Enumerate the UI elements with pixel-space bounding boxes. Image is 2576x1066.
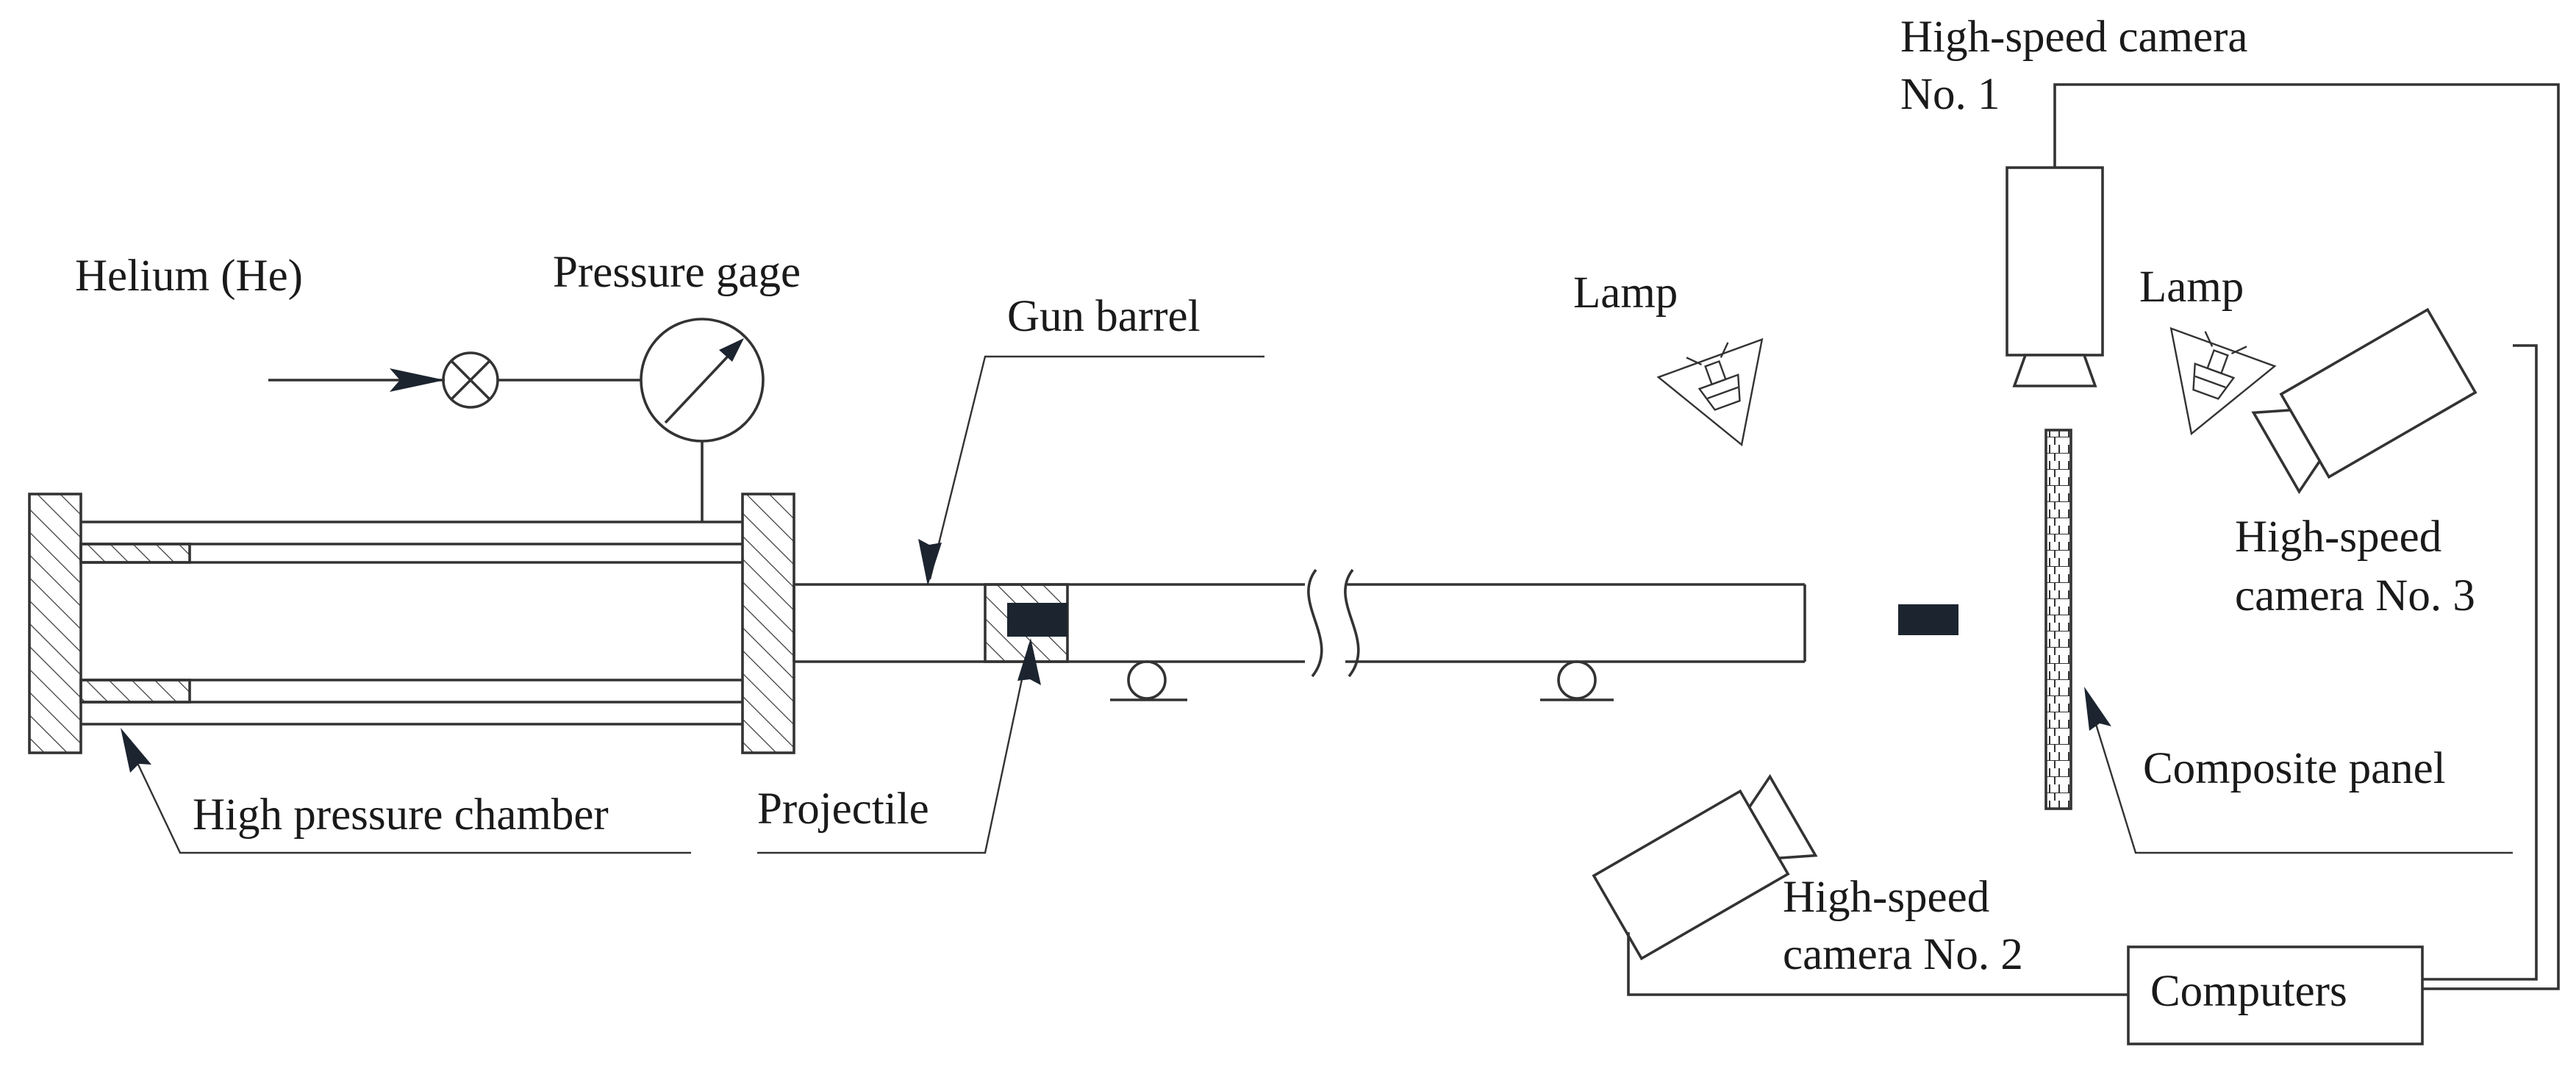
leader-gun-barrel (918, 355, 1264, 586)
label-computers: Computers (2150, 967, 2347, 1016)
chamber-seal-top (79, 543, 191, 564)
computers-box (2127, 945, 2424, 1045)
high-pressure-chamber (28, 493, 795, 754)
pressure-gage-icon (640, 318, 765, 443)
projectile-in-flight (1898, 604, 1958, 635)
camera-1-icon (2006, 166, 2104, 387)
projectile-in-barrel (1007, 603, 1067, 637)
camera-3-cable (2422, 344, 2538, 981)
lamp-right-icon (2169, 326, 2277, 436)
chamber-left-flange (28, 493, 82, 754)
label-lamp-left: Lamp (1573, 268, 1678, 318)
label-helium: Helium (He) (75, 251, 303, 301)
label-lamp-right: Lamp (2139, 262, 2244, 312)
barrel-break-mark-right (1344, 568, 1360, 678)
label-camera-3-line-1: High-speed (2235, 512, 2441, 562)
chamber-seal-bottom (79, 679, 191, 704)
lamp-left-icon (1656, 337, 1764, 447)
leader-projectile (757, 638, 1041, 854)
label-composite-panel: Composite panel (2143, 744, 2446, 793)
barrel-support-right (1540, 660, 1614, 701)
barrel-break-mark-left (1307, 568, 1323, 678)
leader-composite-panel (2084, 687, 2513, 854)
label-projectile: Projectile (757, 784, 929, 834)
helium-supply-line (268, 368, 445, 392)
label-camera-2-line-1: High-speed (1783, 873, 1989, 922)
label-camera-1-line-2: No. 1 (1900, 70, 2000, 119)
valve-icon (442, 351, 499, 409)
camera-1-cable (2053, 83, 2560, 990)
camera-2-icon (1592, 773, 1818, 961)
composite-panel (2044, 429, 2072, 810)
barrel-support-left (1110, 660, 1187, 701)
leader-high-pressure-chamber (121, 728, 691, 854)
label-gun-barrel: Gun barrel (1007, 292, 1201, 341)
chamber-right-flange (741, 493, 795, 754)
label-camera-1-line-1: High-speed camera (1900, 12, 2248, 62)
label-pressure-gage: Pressure gage (553, 248, 801, 297)
label-camera-3-line-2: camera No. 3 (2235, 571, 2475, 620)
gun-barrel (793, 568, 1806, 678)
camera-3-icon (2251, 307, 2477, 495)
label-high-pressure-chamber: High pressure chamber (193, 790, 609, 840)
label-camera-2-line-2: camera No. 2 (1783, 930, 2023, 979)
camera-2-cable (1627, 932, 2128, 996)
